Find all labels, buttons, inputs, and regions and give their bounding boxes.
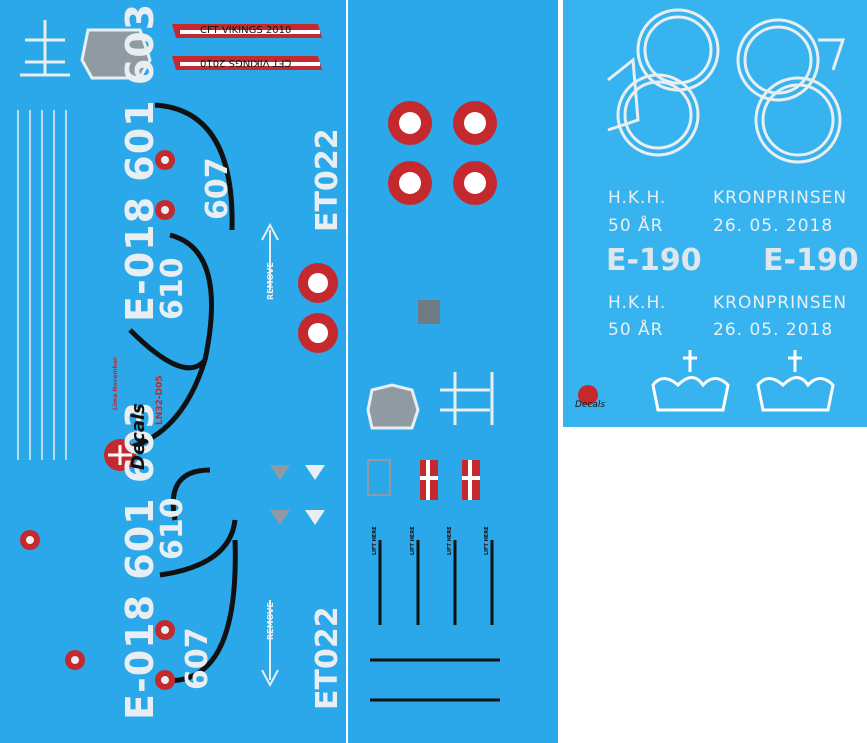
brand-catalog: LN32-D05 <box>155 375 165 425</box>
title-50ar-2: 50 ÅR <box>608 320 664 340</box>
brand-maker: Lima November <box>112 357 119 410</box>
title-kronprinsen-1: KRONPRINSEN <box>713 188 848 208</box>
vikings-banner-text: CFT VIKINGS 2010 <box>200 25 292 36</box>
warning-triangles <box>270 465 325 525</box>
sheet-divider <box>346 0 348 743</box>
anniversary-artwork <box>578 8 846 412</box>
lift-here-1: LIFT HERE <box>372 526 378 555</box>
remove-label-2: REMOVE <box>266 602 275 640</box>
tail-code-7: 607 <box>180 627 215 690</box>
tail-code-6: 610 <box>155 497 190 560</box>
danish-flags <box>420 460 480 500</box>
brand-logo-icon-small <box>578 385 598 405</box>
lift-here-4: LIFT HERE <box>484 526 490 555</box>
remove-arrows <box>261 222 279 688</box>
canopy-outline-2 <box>366 383 420 430</box>
title-date-2: 26. 05. 2018 <box>713 320 834 340</box>
title-hkh-1: H.K.H. <box>608 188 667 208</box>
ejection-seat-icon <box>20 20 70 77</box>
serial-right: E-190 <box>763 243 859 278</box>
tail-code-2: 610 <box>155 257 190 320</box>
brand-logo-icon <box>104 439 136 471</box>
brand-name: Decals <box>128 403 149 470</box>
small-roundels <box>20 150 175 690</box>
title-date-1: 26. 05. 2018 <box>713 216 834 236</box>
canopy-outline <box>80 28 152 80</box>
title-50ar-1: 50 ÅR <box>608 216 664 236</box>
serial-left: E-190 <box>606 243 702 278</box>
tail-code-4: ET022 <box>310 128 345 232</box>
lift-here-3: LIFT HERE <box>447 526 453 555</box>
title-hkh-2: H.K.H. <box>608 293 667 313</box>
lift-here-2: LIFT HERE <box>410 526 416 555</box>
lift-bars <box>370 540 500 702</box>
ejection-seat-icon-2 <box>440 372 494 425</box>
decal-artwork-main <box>17 20 500 702</box>
stripe-lines <box>17 110 67 460</box>
walkway-arcs <box>117 102 238 684</box>
remove-label-1: REMOVE <box>266 262 275 300</box>
brand-name-small: Decals <box>575 400 606 410</box>
crown-icons <box>651 350 835 412</box>
title-kronprinsen-2: KRONPRINSEN <box>713 293 848 313</box>
vikings-banner-text-2: CFT VIKINGS 2010 <box>200 57 292 68</box>
tail-code-3: 607 <box>200 157 235 220</box>
tail-code-8: ET022 <box>310 606 345 710</box>
national-roundels <box>298 101 497 353</box>
decal-sheet-anniversary: H.K.H. KRONPRINSEN 50 ÅR 26. 05. 2018 E-… <box>563 0 867 427</box>
decal-sheet-main: E-018 601 603 610 607 ET022 E-018 601 60… <box>0 0 558 743</box>
vikings-banner <box>172 24 322 70</box>
big-fifty-outline <box>607 8 846 164</box>
